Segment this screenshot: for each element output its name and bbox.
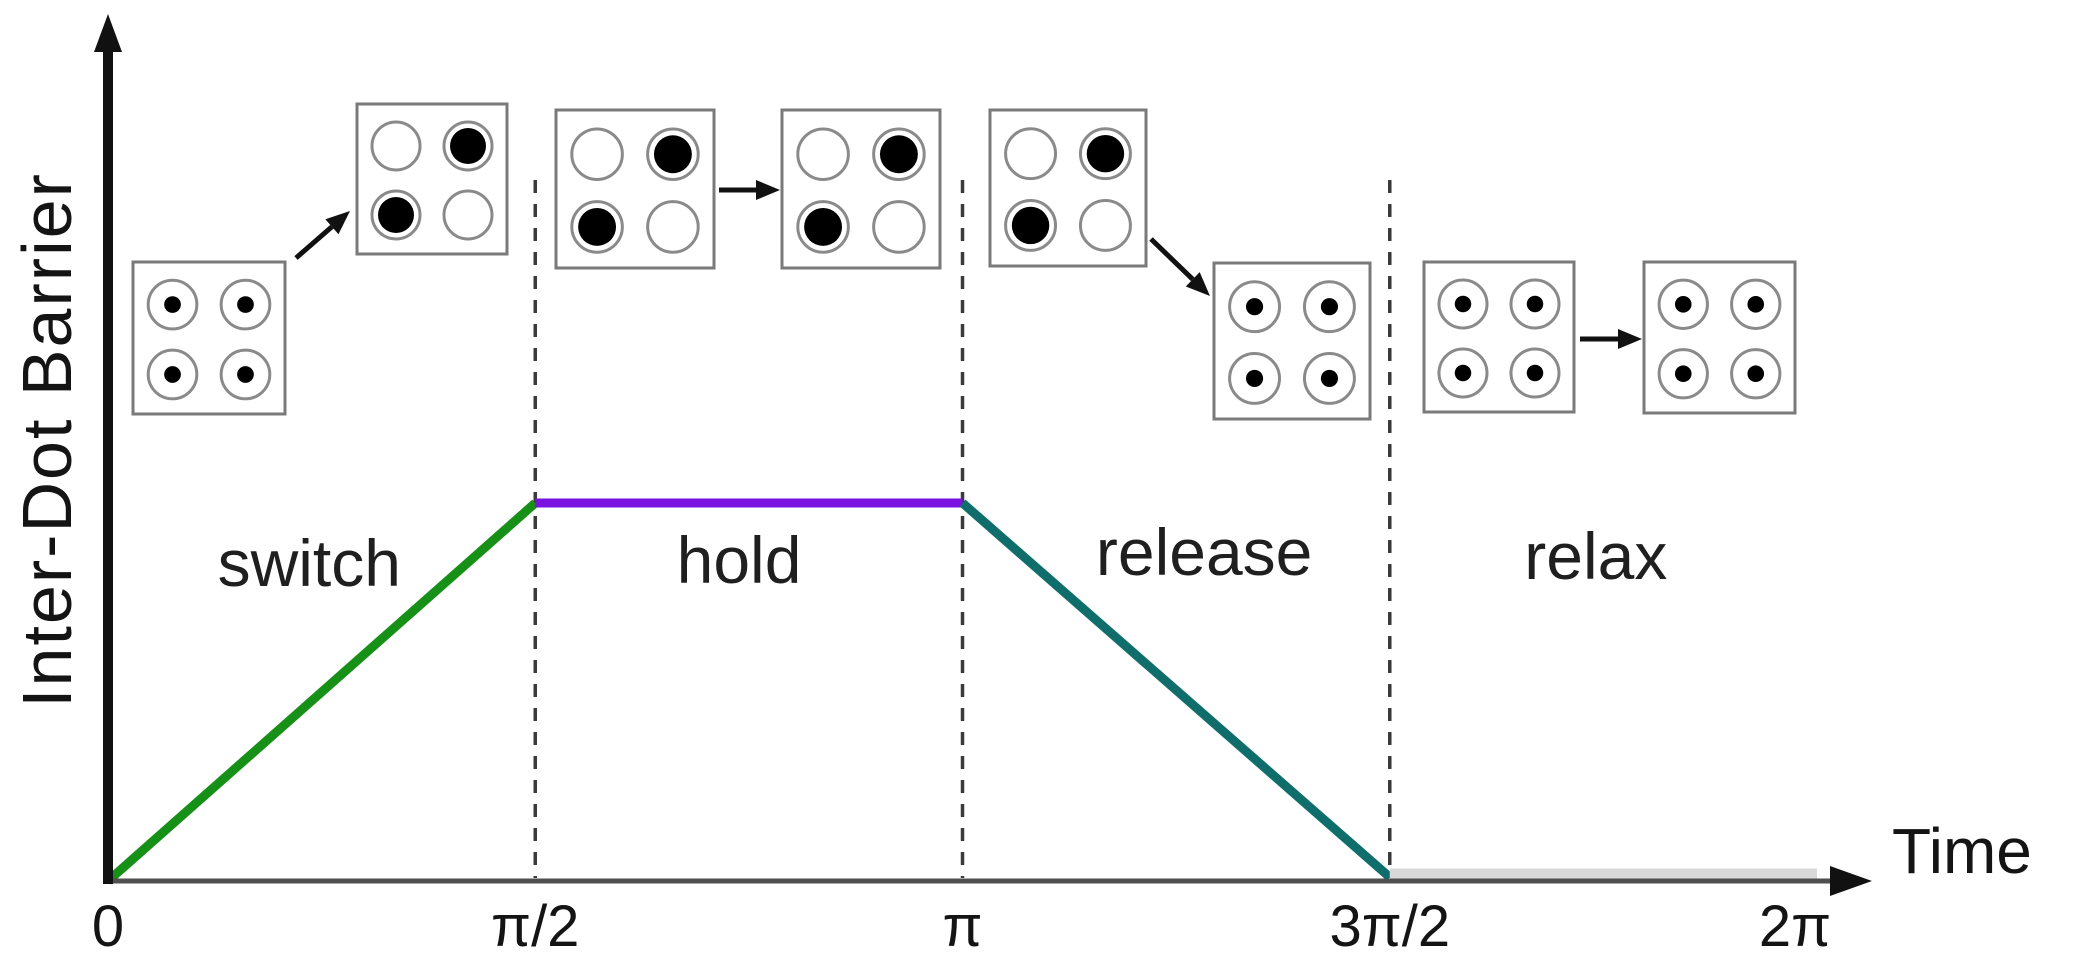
transition-arrow-head-icon [1618, 329, 1642, 349]
phase-label-hold: hold [676, 522, 802, 597]
electron-small-dot [237, 296, 254, 313]
dot-site-circle [570, 127, 624, 182]
quantum-dot-box-release-end [1212, 261, 1372, 421]
transition-arrow-shaft [1149, 237, 1195, 282]
dot-site-circle [872, 200, 926, 254]
dot-site-circle [370, 120, 422, 172]
x-tick-pi: π [942, 894, 983, 959]
x-tick-2pi: 2π [1758, 894, 1832, 959]
electron-small-dot [1245, 369, 1264, 388]
transition-arrow-head-icon [756, 180, 780, 200]
electron-small-dot [1747, 295, 1765, 313]
transition-arrow-head-icon [325, 211, 350, 235]
barrier-segment-switch [105, 499, 539, 885]
quantum-dot-box-switch-start [131, 260, 287, 416]
quantum-dot-box-release-start [988, 108, 1148, 268]
electron-small-dot [1320, 369, 1339, 388]
transition-arrow-head-icon [1185, 272, 1210, 296]
dot-site-circle [1004, 127, 1058, 181]
x-axis-label: Time [1892, 815, 2032, 887]
electron-small-dot [1454, 364, 1472, 382]
electron-small-dot [1747, 365, 1765, 383]
quantum-dot-box-hold-start [554, 108, 716, 270]
quantum-dot-box-relax-end [1642, 260, 1797, 415]
phase-label-release: release [1095, 515, 1313, 590]
electron-small-dot [237, 366, 254, 383]
dot-site-circle [646, 200, 700, 254]
electron-small-dot [1245, 298, 1264, 316]
quantum-dot-box-hold-end [780, 108, 942, 270]
electron-small-dot [164, 366, 181, 383]
dot-site-circle [1078, 198, 1132, 252]
y-axis-label: Inter-Dot Barrier [8, 172, 86, 708]
x-axis-arrowhead-icon [1830, 866, 1872, 896]
electron-small-dot [1674, 365, 1692, 383]
electron-large-dot [653, 135, 692, 174]
quantum-dot-box-relax-start [1422, 260, 1576, 414]
barrier-segment-release [959, 499, 1393, 881]
quantum-dot-box-switch-end [355, 102, 509, 256]
electron-small-dot [164, 296, 181, 313]
electron-small-dot [1454, 295, 1472, 313]
electron-small-dot [1526, 364, 1544, 382]
electron-small-dot [1674, 295, 1692, 313]
x-tick-3pi-2: 3π/2 [1329, 894, 1451, 959]
dot-site-circle [442, 189, 494, 241]
electron-large-dot [578, 207, 617, 246]
electron-large-dot [804, 207, 843, 246]
electron-large-dot [378, 197, 414, 233]
electron-large-dot [450, 128, 486, 164]
phase-label-switch: switch [217, 526, 401, 601]
electron-small-dot [1526, 295, 1544, 313]
y-axis-arrowhead-icon [94, 14, 122, 52]
electron-large-dot [1086, 134, 1125, 173]
electron-large-dot [1011, 206, 1050, 245]
phase-label-relax: relax [1524, 518, 1668, 593]
dot-site-circle [796, 127, 850, 182]
x-tick-0: 0 [91, 894, 125, 959]
x-tick-pi-2: π/2 [491, 894, 580, 959]
electron-large-dot [879, 135, 918, 174]
electron-small-dot [1320, 298, 1339, 316]
transition-arrow-shaft [294, 224, 334, 260]
